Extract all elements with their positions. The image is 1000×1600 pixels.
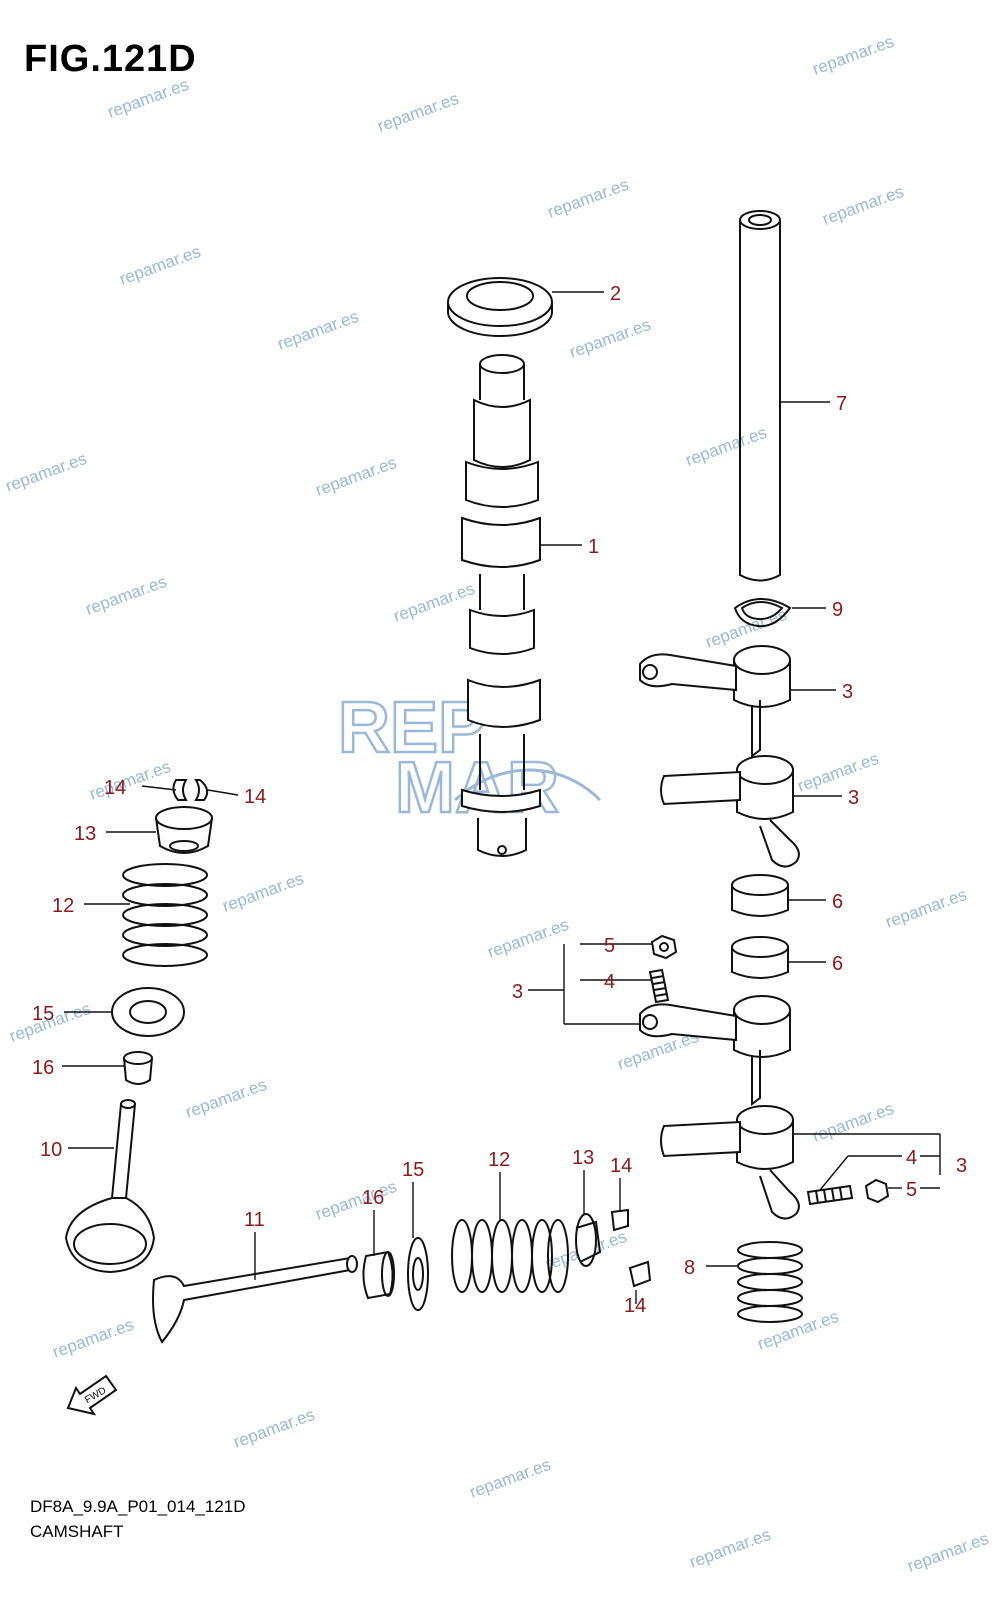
spring-seat-washer-part [407,1237,429,1311]
watermark: repamar.es [3,449,89,496]
figure-code: DF8A_9.9A_P01_014_121D [30,1497,246,1516]
rocker-arm-part [660,755,800,868]
watermark: repamar.es [87,757,173,804]
rocker-shaft-part [739,210,781,582]
callout-number: 3 [956,1155,967,1177]
watermark: repamar.es [687,1525,773,1572]
callout-number: 12 [52,895,74,917]
watermark: repamar.es [485,915,571,962]
callout-number: 14 [244,786,266,808]
valve-spring-part [122,863,208,967]
spring-retainer-part [575,1213,602,1267]
watermark: repamar.es [567,315,653,362]
valve-cotter-part [610,1208,652,1288]
logo-text-bottom: MAR [395,748,559,828]
callout-number: 11 [244,1209,265,1231]
watermark: repamar.es [50,1315,136,1362]
watermark: repamar.es [117,242,203,289]
callout-number: 3 [848,787,859,809]
watermark: repamar.es [905,1529,991,1576]
rocker-arm-part [639,645,791,758]
callout-number: 8 [684,1257,695,1279]
camshaft-part [461,354,541,857]
callout-number: 13 [74,823,96,845]
callout-number: 15 [32,1003,54,1025]
watermark: repamar.es [545,175,631,222]
collar-part [731,936,789,979]
watermark: repamar.es [375,89,461,136]
callout-number: 3 [842,681,853,703]
callout-number: 1 [588,536,599,558]
leader-lines [62,291,941,1304]
o-ring-part [733,598,792,628]
nut-part [650,934,678,960]
watermark: repamar.es [467,1455,553,1502]
callout-number: 5 [906,1179,917,1201]
watermark: repamar.es [391,579,477,626]
watermark: repamar.es [83,572,169,619]
watermark: repamar.es [810,32,896,79]
watermark: repamar.es [810,1099,896,1146]
watermark: repamar.es [231,1405,317,1452]
forward-direction-arrow: FWD [66,1374,118,1416]
watermark: repamar.es [755,1307,841,1354]
callout-number: 14 [624,1295,646,1317]
callout-number: 5 [604,935,615,957]
watermark: repamar.es [313,453,399,500]
callout-number: 16 [362,1187,384,1209]
stem-seal-part [123,1051,153,1085]
repamar-logo: REP MAR [337,687,602,829]
watermark: repamar.es [883,885,969,932]
watermark: repamar.es [275,307,361,354]
callout-number: 6 [832,891,843,913]
figure-title: FIG.121D [24,38,197,80]
callout-labels: 2 1 7 9 3 3 6 6 5 4 3 4 5 3 8 14 14 13 1… [32,283,967,1317]
callout-number: 16 [32,1057,54,1079]
watermark: repamar.es [683,423,769,470]
oil-seal-part [447,277,553,337]
callout-number: 9 [832,599,843,621]
adjusting-screw-part [648,968,670,1004]
logo-wave [454,768,602,802]
callout-number: 14 [610,1155,632,1177]
figure-name: CAMSHAFT [30,1522,124,1541]
adjusting-screw-part [806,1184,854,1206]
watermark: repamar.es [703,605,789,652]
callout-number: 2 [610,283,621,305]
spring-retainer-part [155,806,213,854]
watermark: repamar.es [820,182,906,229]
collar-part [731,874,789,917]
spring-seat-washer-part [111,987,185,1037]
callout-number: 10 [40,1139,62,1161]
callout-number: 13 [572,1147,594,1169]
watermark: repamar.es [313,1177,399,1224]
stem-seal-part [362,1250,395,1300]
callout-number: 14 [104,777,126,799]
rocker-arm-part [660,1105,800,1220]
callout-number: 15 [402,1159,424,1181]
callout-number: 3 [512,981,523,1003]
watermark: repamar.es [220,869,306,916]
callout-number: 4 [604,971,615,993]
valve-spring-part [737,1241,803,1323]
valve-part [64,1099,156,1274]
valve-spring-part [451,1219,569,1293]
callout-number: 6 [832,953,843,975]
watermark: repamar.es [795,749,881,796]
callout-number: 4 [906,1147,917,1169]
watermark: repamar.es [183,1075,269,1122]
logo-text-top: REP [338,688,486,768]
valve-cotter-part [172,779,209,801]
callout-number: 12 [488,1149,510,1171]
nut-part [864,1178,890,1204]
valve-part [152,1255,358,1344]
callout-number: 7 [836,393,847,415]
rocker-arm-part [639,995,791,1106]
watermark: repamar.es [105,75,191,122]
